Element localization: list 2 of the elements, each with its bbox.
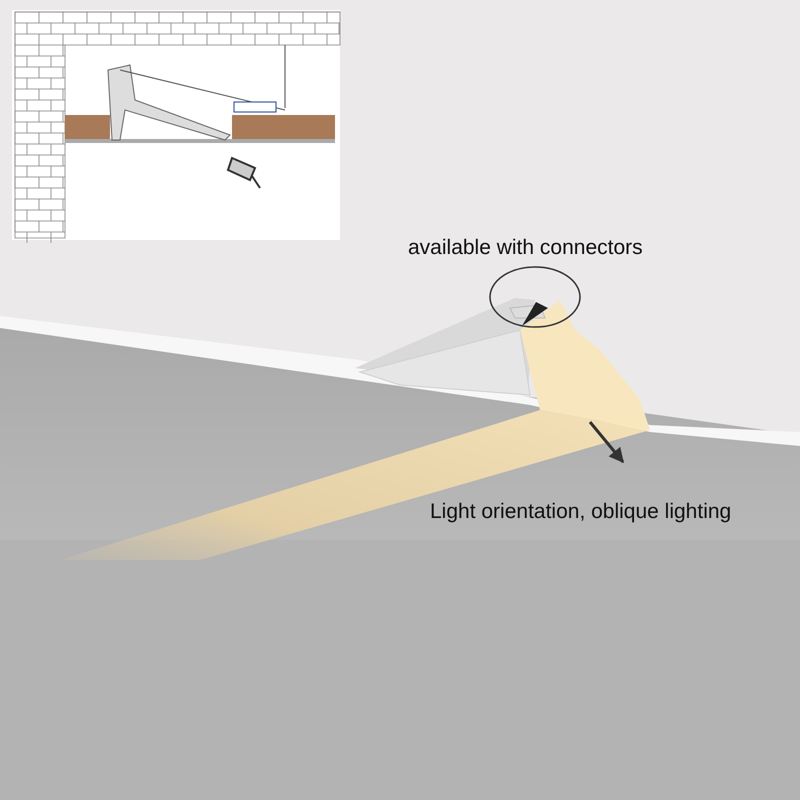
label-text: Light orientation, oblique lighting xyxy=(430,499,732,525)
label-text: available with connectors xyxy=(408,235,643,261)
